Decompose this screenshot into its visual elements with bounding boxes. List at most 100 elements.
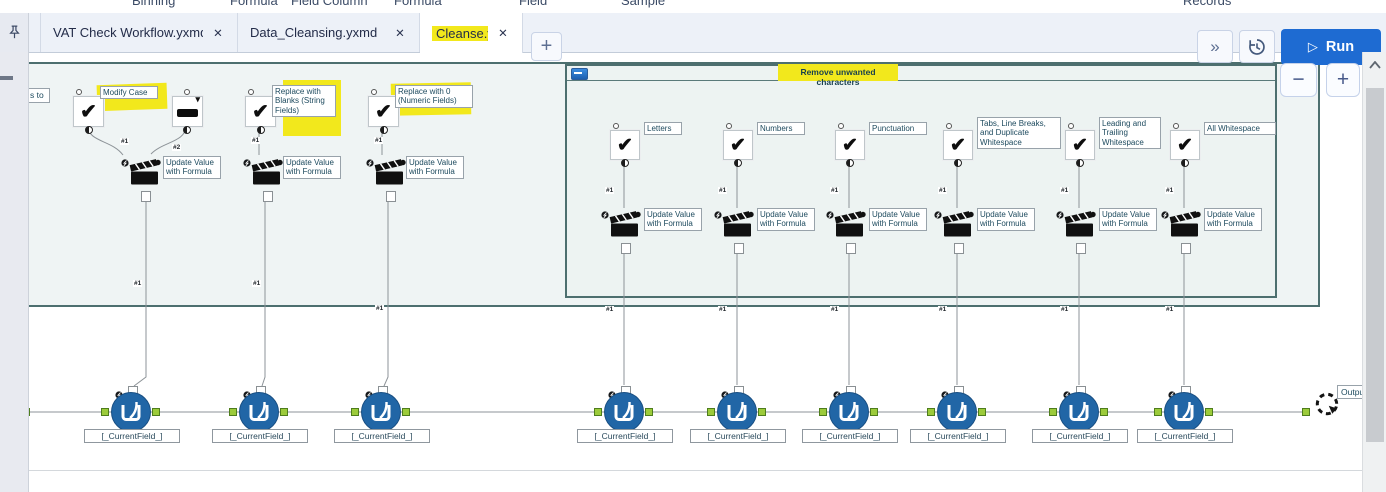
interface-checkbox[interactable]: ✔ [73, 96, 104, 127]
tab-label: Cleanse.yxmc [432, 25, 488, 41]
multi-field-formula-tool[interactable] [603, 391, 645, 438]
action-anchor-icon [714, 206, 722, 224]
cleanse-checkbox-q-anchor [1173, 123, 1179, 129]
action-anchor-icon [1161, 206, 1169, 224]
formula-output-anchor [621, 243, 631, 254]
cleanse-checkbox-q-anchor [838, 123, 844, 129]
palette-tool-label[interactable]: Field Column [291, 0, 368, 8]
formula-tool[interactable] [373, 158, 407, 193]
container-collapse-icon[interactable] [571, 68, 588, 80]
formula-tool[interactable] [833, 210, 867, 245]
field-tool-annotation: [_CurrentField_] [212, 429, 308, 443]
connection-label: #1 [133, 280, 143, 288]
formula-output-anchor [263, 191, 273, 202]
document-tab-bar: VAT Check Workflow.yxmd✕Data_Cleansing.y… [0, 13, 1386, 65]
formula-annotation: Update Value with Formula [1099, 208, 1157, 231]
cleanse-checkbox-anchor [734, 159, 742, 167]
palette-tool-label[interactable]: Binning [132, 0, 176, 8]
vertical-scrollbar[interactable] [1362, 52, 1386, 492]
formula-output-anchor [1076, 243, 1086, 254]
interface-checkbox[interactable]: ✔ [368, 96, 399, 127]
formula-tool[interactable] [608, 210, 642, 245]
close-tab-icon[interactable]: ✕ [213, 27, 223, 40]
formula-tool[interactable] [1168, 210, 1202, 245]
dropdown-q-anchor [184, 89, 190, 95]
cleanse-option-annotation: Tabs, Line Breaks, and Duplicate Whitesp… [977, 117, 1061, 150]
cleanse-checkbox-anchor [846, 159, 854, 167]
tool-palette-clipped: Binning Formula Field Column Formula Field Sa… [0, 0, 1386, 13]
field-tool-annotation: [_CurrentField_] [84, 429, 180, 443]
remove-unwanted-characters-container[interactable] [565, 64, 1277, 298]
output-anchor [645, 408, 653, 416]
cleanse-option-annotation: Leading and Trailing Whitespace [1099, 117, 1161, 150]
container-title: Remove unwanted characters [800, 67, 876, 87]
connection-label: #1 [938, 306, 948, 314]
connection-label: #1 [120, 138, 130, 146]
connection-label: #1 [1165, 306, 1175, 314]
interface-checkbox-q-anchor [76, 89, 82, 95]
cleanse-checkbox[interactable]: ✔ [723, 130, 753, 160]
cleanse-checkbox[interactable]: ✔ [1065, 130, 1095, 160]
macro-output-tool[interactable] [1312, 389, 1342, 424]
panel-grip[interactable] [0, 76, 13, 80]
palette-tool-label[interactable]: Formula [230, 0, 278, 8]
toolbar-overflow-button[interactable]: » [1197, 30, 1233, 63]
close-tab-icon[interactable]: ✕ [498, 28, 508, 40]
formula-tool[interactable] [1063, 210, 1097, 245]
output-anchor [1205, 408, 1213, 416]
connection-label: #1 [718, 187, 728, 195]
new-tab-button[interactable]: + [531, 32, 562, 61]
tab-label: VAT Check Workflow.yxmd [53, 25, 203, 40]
field-tool-annotation: [_CurrentField_] [910, 429, 1006, 443]
scrollbar-thumb[interactable] [1366, 88, 1384, 442]
connection-label: #2 [172, 144, 182, 152]
formula-tool[interactable] [250, 158, 284, 193]
pin-panel-toggle[interactable] [0, 13, 29, 52]
tab-VAT Check Workflow.yxmd[interactable]: VAT Check Workflow.yxmd ✕ [40, 13, 238, 52]
formula-annotation: Update Value with Formula [1204, 208, 1262, 231]
multi-field-formula-tool[interactable] [1058, 391, 1100, 438]
cleanse-option-annotation: Punctuation [869, 122, 927, 136]
multi-field-formula-tool[interactable] [1163, 391, 1205, 438]
workflow-history-button[interactable] [1239, 30, 1275, 63]
input-anchor [101, 408, 109, 416]
field-tool-annotation: [_CurrentField_] [690, 429, 786, 443]
palette-tool-label[interactable]: Sample [621, 0, 666, 8]
palette-tool-label[interactable]: Field [519, 0, 548, 8]
connection-label: #1 [251, 137, 261, 145]
chevron-double-right-icon: » [1210, 36, 1220, 56]
tab-label: Data_Cleansing.yxmd [250, 25, 378, 40]
palette-tool-label[interactable]: Records [1183, 0, 1232, 8]
collapsed-left-panel[interactable] [0, 52, 29, 492]
interface-annotation: Replace with 0 (Numeric Fields) [395, 85, 473, 108]
tab-Cleanse.yxmc[interactable]: Cleanse.yxmc ✕ [420, 13, 523, 53]
multi-field-formula-tool[interactable] [110, 391, 152, 438]
output-anchor [152, 408, 160, 416]
interface-checkbox[interactable]: ✔ [245, 96, 276, 127]
input-anchor [351, 408, 359, 416]
input-anchor [927, 408, 935, 416]
formula-tool[interactable] [941, 210, 975, 245]
formula-annotation: Update Value with Formula [644, 208, 702, 231]
interface-dropdown-tool[interactable]: ▾ [172, 94, 203, 127]
palette-tool-label[interactable]: Formula [394, 0, 442, 8]
workflow-canvas[interactable]: Remove unwanted characters s to − + Outp… [0, 52, 1386, 492]
connection-label: #1 [830, 306, 840, 314]
cleanse-checkbox[interactable]: ✔ [835, 130, 865, 160]
zoom-out-button[interactable]: − [1280, 63, 1317, 97]
cleanse-checkbox-q-anchor [1068, 123, 1074, 129]
cleanse-checkbox[interactable]: ✔ [610, 130, 640, 160]
multi-field-formula-tool[interactable] [238, 391, 280, 438]
cleanse-checkbox[interactable]: ✔ [1170, 130, 1200, 160]
cleanse-checkbox[interactable]: ✔ [943, 130, 973, 160]
tab-Data_Cleansing.yxmd[interactable]: Data_Cleansing.yxmd ✕ [238, 13, 420, 52]
formula-tool[interactable] [721, 210, 755, 245]
scroll-up-arrow[interactable] [1363, 56, 1386, 74]
interface-checkbox-q-anchor [371, 89, 377, 95]
container-header[interactable] [567, 66, 1275, 81]
cleanse-option-annotation: Letters [644, 122, 682, 136]
close-tab-icon[interactable]: ✕ [395, 27, 405, 40]
formula-output-anchor [734, 243, 744, 254]
formula-tool[interactable] [128, 158, 162, 193]
zoom-in-button[interactable]: + [1326, 63, 1360, 97]
